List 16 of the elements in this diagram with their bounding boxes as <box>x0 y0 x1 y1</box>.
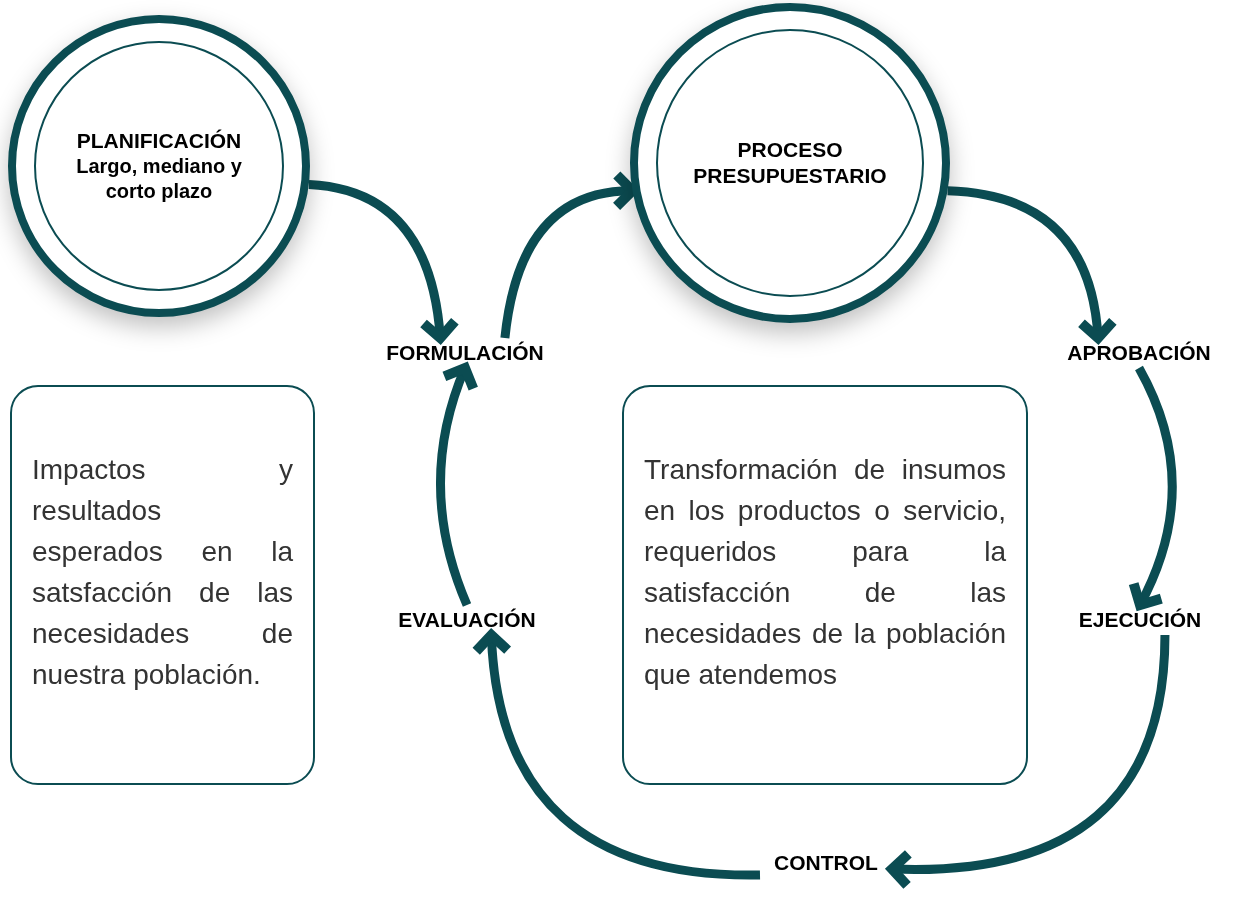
circle-title: PROCESO PRESUPUESTARIO <box>692 136 888 189</box>
circle-title: PLANIFICACIÓN <box>76 127 242 154</box>
rounded-text-card <box>10 385 315 785</box>
curved-arrow <box>436 363 479 607</box>
stage-label: EJECUCIÓN <box>1078 607 1202 634</box>
stage-label: EVALUACIÓN <box>398 607 536 634</box>
rounded-text-card <box>622 385 1028 785</box>
curved-arrow <box>471 630 761 880</box>
stage-label: FORMULACIÓN <box>386 340 544 367</box>
curved-arrow <box>1127 365 1177 610</box>
curved-arrow <box>887 634 1170 890</box>
stage-label: CONTROL <box>774 850 878 877</box>
circle-subtitle: Largo, mediano y corto plazo <box>75 154 243 205</box>
card-text: Transformación de insumos en los productos o servicio, requeridos para la satisfacción de las necesidades de la población que atendemos <box>644 453 1006 692</box>
stage-label: APROBACIÓN <box>1067 340 1211 367</box>
card-text: Impactos y resultados esperados en la satsfacción de las necesidades de nuestra población. <box>32 453 293 692</box>
